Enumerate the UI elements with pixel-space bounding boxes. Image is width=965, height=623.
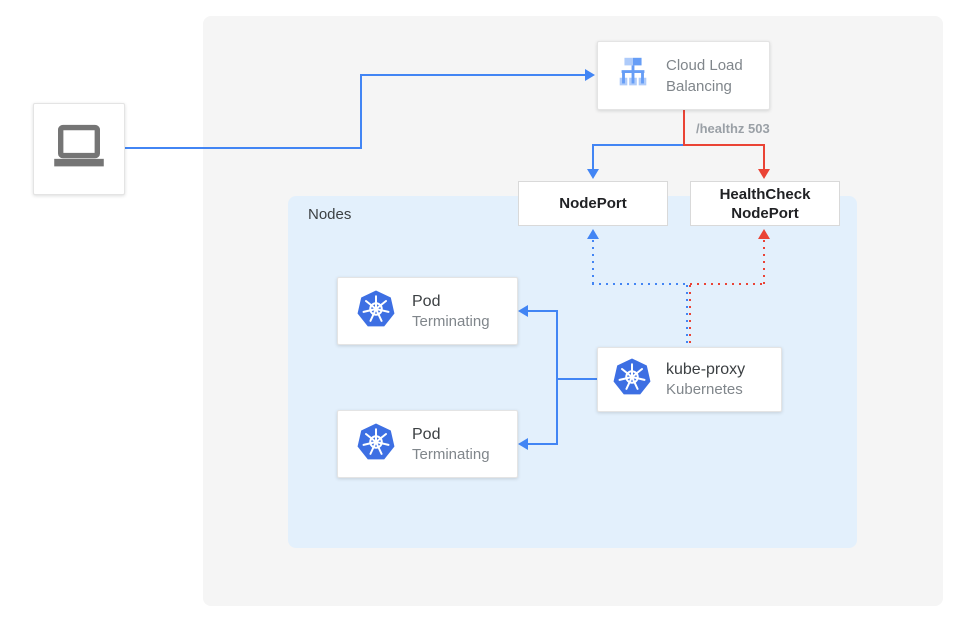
pod1-title: Pod — [412, 292, 441, 310]
edge-dotted-red-h — [690, 283, 765, 285]
laptop-icon — [51, 123, 107, 176]
edge-client-h — [125, 147, 362, 149]
kube-proxy-node: kube-proxy Kubernetes — [597, 347, 782, 412]
healthz-label: /healthz 503 — [696, 121, 770, 136]
arrowhead-dotted-into-healthcheck-nodeport — [758, 229, 770, 239]
nodeport-label: NodePort — [559, 195, 627, 212]
edge-dotted-blue-h — [592, 283, 688, 285]
edge-client-to-clb — [360, 74, 585, 76]
healthcheck-nodeport-node: HealthCheck NodePort — [690, 181, 840, 226]
edge-blue-branch-h — [592, 144, 683, 146]
kubernetes-icon — [612, 357, 652, 402]
edge-kubeproxy-up-dotted-red — [689, 285, 691, 347]
pod2-status: Terminating — [412, 445, 490, 463]
healthcheck-nodeport-label: HealthCheck NodePort — [719, 185, 811, 222]
arrowhead-into-pod1 — [518, 305, 528, 317]
arrowhead-into-pod2 — [518, 438, 528, 450]
edge-to-pod2 — [526, 443, 557, 445]
pod1-status: Terminating — [412, 312, 490, 330]
pod2-node: Pod Terminating — [337, 410, 518, 478]
nodeport-node: NodePort — [518, 181, 668, 226]
load-balancer-icon — [614, 54, 652, 97]
edge-client-v — [360, 74, 362, 149]
edge-clb-down-red — [683, 110, 685, 146]
cloud-load-balancing-label: Cloud Load Balancing — [666, 56, 743, 95]
edge-blue-branch-v — [592, 144, 594, 170]
arrowhead-dotted-into-nodeport — [587, 229, 599, 239]
arrowhead-into-clb — [585, 69, 595, 81]
edge-to-pod1 — [526, 310, 557, 312]
client-node — [33, 103, 125, 195]
arrowhead-into-healthcheck-nodeport — [758, 169, 770, 179]
edge-dotted-red-v — [763, 240, 765, 285]
edge-kubeproxy-up-dotted-blue — [686, 285, 688, 347]
arrowhead-into-nodeport — [587, 169, 599, 179]
cloud-load-balancing-node: Cloud Load Balancing — [597, 41, 770, 110]
edge-dotted-blue-v — [592, 240, 594, 285]
edge-kubeproxy-h — [557, 378, 597, 380]
nodes-group-label: Nodes — [308, 206, 352, 223]
kubernetes-icon — [356, 422, 396, 467]
kube-proxy-subtitle: Kubernetes — [666, 381, 743, 398]
edge-kubeproxy-v — [556, 310, 558, 445]
pod2-title: Pod — [412, 425, 441, 443]
pod1-node: Pod Terminating — [337, 277, 518, 345]
edge-red-branch-v — [763, 144, 765, 170]
kube-proxy-title: kube-proxy — [666, 361, 746, 378]
edge-red-branch-h — [683, 144, 765, 146]
kubernetes-icon — [356, 289, 396, 334]
